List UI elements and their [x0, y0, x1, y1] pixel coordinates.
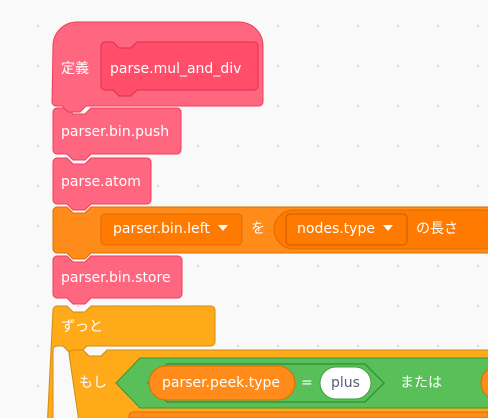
- peek-type-label: parser.peek.type: [162, 375, 280, 391]
- caret-down-icon: [217, 225, 228, 231]
- list-dropdown-value: nodes.type: [297, 221, 375, 237]
- bin-store-label: parser.bin.store: [61, 270, 171, 286]
- if-substack-notch: [128, 411, 488, 418]
- set-to-word: を: [251, 221, 265, 237]
- bin-store-block-shape[interactable]: [52, 255, 183, 305]
- length-of-word: の長さ: [416, 221, 458, 237]
- bin-push-label: parser.bin.push: [61, 124, 170, 140]
- define-keyword-label: 定義: [61, 61, 89, 77]
- equals-operator-label: =: [301, 375, 313, 391]
- list-dropdown-label: nodes.type: [297, 219, 393, 239]
- atom-block-shape[interactable]: [52, 157, 152, 211]
- bin-push-block-shape[interactable]: [52, 107, 182, 161]
- forever-label: ずっと: [61, 319, 103, 335]
- variable-dropdown[interactable]: [100, 213, 243, 246]
- list-dropdown[interactable]: [285, 213, 408, 246]
- or-word-label: または: [400, 375, 442, 391]
- caret-down-icon: [382, 225, 393, 231]
- proc-name-label: parse.mul_and_div: [110, 61, 242, 77]
- plus-input[interactable]: [319, 366, 372, 400]
- if-label: もし: [79, 375, 107, 391]
- forever-block-shape[interactable]: [47, 305, 216, 418]
- proc-prototype-shape[interactable]: [100, 41, 259, 97]
- atom-label: parse.atom: [61, 174, 141, 190]
- peek-type-reporter[interactable]: [148, 365, 296, 401]
- plus-input-value[interactable]: plus: [331, 375, 360, 391]
- variable-dropdown-value: parser.bin.left: [113, 221, 210, 237]
- variable-dropdown-label: parser.bin.left: [113, 219, 228, 239]
- right-reporter-fragment[interactable]: [480, 366, 488, 400]
